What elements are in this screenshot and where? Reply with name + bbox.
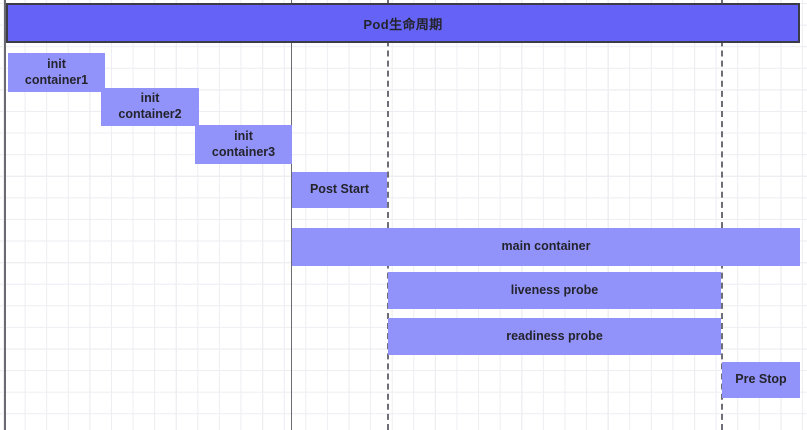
bar-label-init-container2: init container2: [118, 91, 182, 121]
bar-label-post-start: Post Start: [309, 182, 370, 197]
bar-label-readiness-probe: readiness probe: [506, 328, 603, 343]
timeline-bar-init-container1[interactable]: init container1: [8, 53, 105, 92]
marker-line-probe-start-boundary: [387, 0, 389, 430]
diagram-title-bar: Pod生命周期: [6, 3, 800, 43]
bar-label-init-container1: init container1: [24, 56, 89, 87]
timeline-bar-readiness-probe[interactable]: readiness probe: [388, 318, 721, 355]
timeline-bar-main-container[interactable]: main container: [292, 228, 800, 266]
timeline-bar-init-container3[interactable]: init container3: [195, 125, 292, 164]
bar-label-liveness-probe: liveness probe: [510, 282, 599, 297]
timeline-bar-post-start[interactable]: Post Start: [292, 172, 387, 208]
marker-line-container-start-boundary: [291, 0, 292, 430]
page-title: Pod生命周期: [363, 16, 443, 32]
bar-label-init-container3: init container3: [211, 128, 276, 159]
bar-label-pre-stop: Pre Stop: [735, 372, 787, 387]
timeline-bar-init-container2[interactable]: init container2: [101, 88, 199, 126]
bar-label-main-container: main container: [501, 239, 591, 254]
marker-line-left-boundary: [4, 0, 6, 430]
timeline-bar-liveness-probe[interactable]: liveness probe: [388, 272, 721, 309]
timeline-bar-pre-stop[interactable]: Pre Stop: [722, 362, 800, 398]
